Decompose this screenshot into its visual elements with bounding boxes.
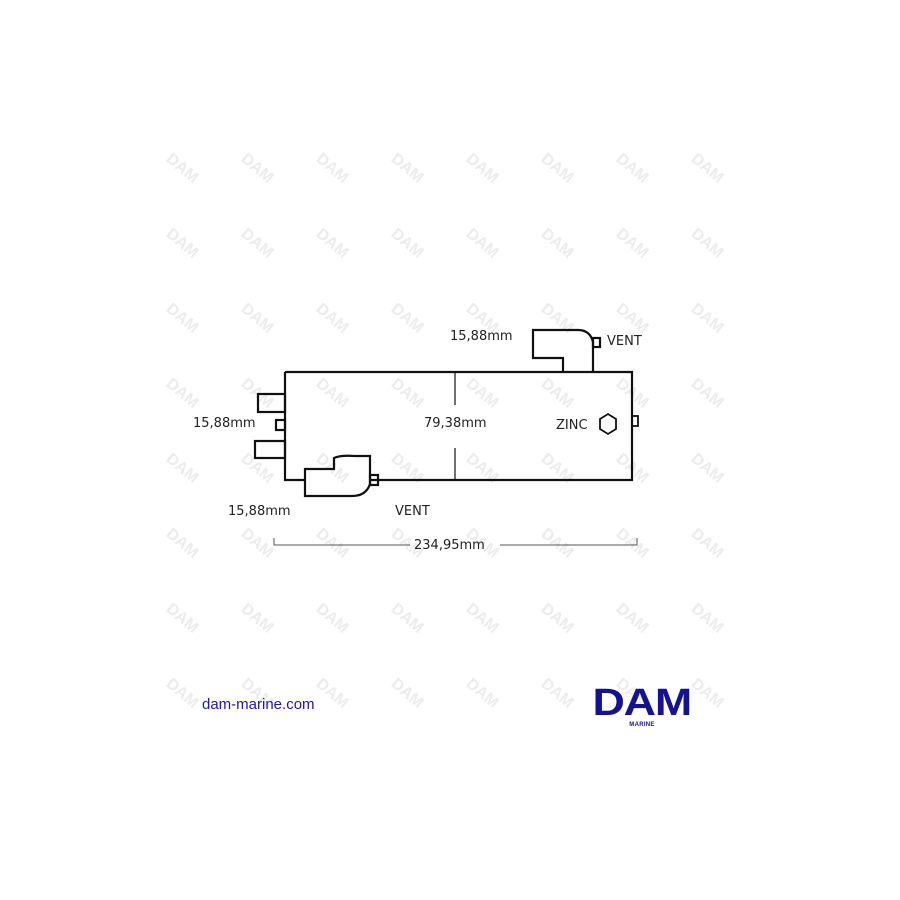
top-vent-nub	[591, 336, 602, 349]
left-dimension-label: 15,88mm	[193, 416, 256, 431]
left-fitting-bottom	[253, 439, 287, 460]
website-link[interactable]: dam-marine.com	[202, 696, 315, 713]
overall-length-label: 234,95mm	[414, 538, 485, 553]
bottom-left-dimension-label: 15,88mm	[228, 504, 291, 519]
zinc-label: ZINC	[556, 418, 588, 433]
overall-length-dimension-line	[273, 538, 638, 546]
bottom-vent-elbow	[303, 454, 372, 498]
bottom-vent-label: VENT	[395, 504, 430, 519]
left-fitting-nub	[274, 418, 287, 432]
watermark-pattern	[150, 150, 750, 750]
logo-subtitle: MARINE	[629, 722, 655, 728]
top-dimension-label: 15,88mm	[450, 329, 513, 344]
zinc-nub	[631, 415, 639, 427]
center-dimension-label: 79,38mm	[424, 416, 487, 431]
left-fitting-top	[256, 392, 287, 414]
logo-wordmark: DAM	[592, 682, 693, 724]
top-vent-label: VENT	[607, 334, 642, 349]
zinc-hexagon-icon	[599, 412, 617, 436]
dam-marine-logo: DAM MARINE	[583, 682, 701, 728]
bottom-vent-nub	[368, 473, 380, 487]
